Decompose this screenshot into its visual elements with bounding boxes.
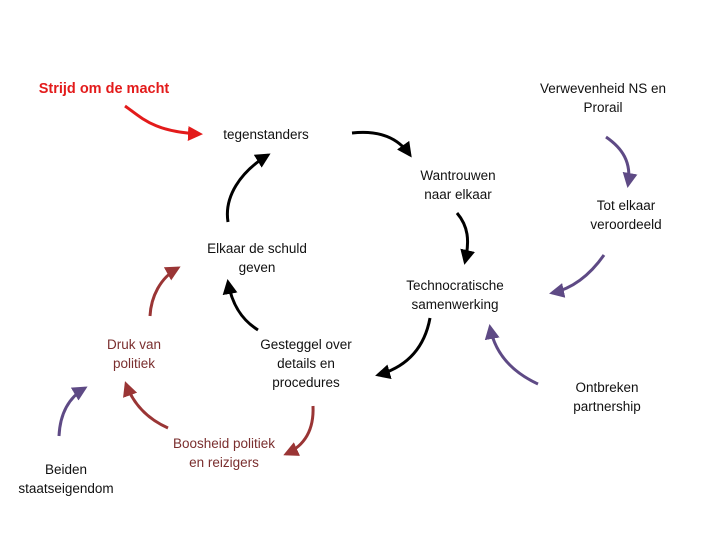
arrow-technocratische-to-gesteggel [375, 317, 432, 379]
arrow-title-to-tegenstanders [124, 104, 203, 141]
node-druk-van-politiek: Druk van politiek [107, 335, 161, 373]
arrow-ontbreken-to-technocratische [484, 324, 539, 386]
node-wantrouwen-line2: naar elkaar [424, 187, 492, 202]
node-gesteggel-line1: Gesteggel over [260, 337, 352, 352]
title-line: Strijd om de macht [38, 81, 170, 97]
node-technocratische: Technocratische samenwerking [406, 276, 504, 314]
node-tegenstanders: tegenstanders [223, 125, 309, 144]
node-ontbreken-line2: partnership [573, 399, 641, 414]
node-tegenstanders-line1: tegenstanders [223, 127, 309, 142]
node-tot-elkaar-line1: Tot elkaar [596, 198, 656, 213]
arrow-beiden-to-druk [57, 386, 88, 437]
node-boosheid-line1: Boosheid politiek [172, 436, 276, 451]
node-ontbreken-line1: Ontbreken [575, 380, 639, 395]
node-verwevenheid-line2: Prorail [583, 100, 623, 115]
node-verwevenheid: Verwevenheid NS en Prorail [540, 79, 666, 117]
arrow-boosheid-to-druk [123, 381, 169, 430]
arrow-wantrouwen-to-technocratische [455, 212, 475, 265]
arrow-tot-elkaar-to-technocratische [549, 254, 606, 298]
node-druk-line1: Druk van [106, 337, 162, 352]
node-technocratische-line2: samenwerking [411, 297, 499, 312]
node-tot-elkaar-line2: veroordeeld [590, 217, 662, 232]
arrow-gesteggel-to-boosheid [283, 405, 315, 456]
node-gesteggel-line3: procedures [272, 375, 340, 390]
node-boosheid-line2: en reizigers [189, 455, 259, 470]
node-gesteggel: Gesteggel over details en procedures [260, 335, 352, 392]
arrow-tegenstanders-to-wantrouwen [351, 130, 412, 158]
arrow-gesteggel-to-elkaar-schuld [222, 279, 259, 332]
node-wantrouwen-line1: Wantrouwen [420, 168, 496, 183]
node-technocratische-line1: Technocratische [406, 278, 504, 293]
node-ontbreken: Ontbreken partnership [573, 378, 641, 416]
node-beiden-line2: staatseigendom [18, 481, 114, 496]
node-boosheid: Boosheid politiek en reizigers [173, 434, 275, 472]
node-verwevenheid-line1: Verwevenheid NS en [539, 81, 667, 96]
node-gesteggel-line2: details en [277, 356, 335, 371]
diagram-title: Strijd om de macht [39, 80, 170, 99]
node-druk-line2: politiek [112, 356, 156, 371]
node-beiden-line1: Beiden [44, 462, 88, 477]
node-elkaar-schuld: Elkaar de schuld geven [207, 239, 307, 277]
node-beiden: Beiden staatseigendom [18, 460, 113, 498]
node-wantrouwen: Wantrouwen naar elkaar [420, 166, 495, 204]
node-elkaar-schuld-line1: Elkaar de schuld [207, 241, 307, 256]
node-elkaar-schuld-line2: geven [238, 260, 276, 275]
arrow-druk-to-elkaar-schuld [148, 266, 181, 317]
arrow-elkaar-schuld-to-tegenstanders [225, 153, 271, 223]
node-tot-elkaar: Tot elkaar veroordeeld [590, 196, 661, 234]
arrow-verwevenheid-to-tot-elkaar [605, 135, 638, 188]
